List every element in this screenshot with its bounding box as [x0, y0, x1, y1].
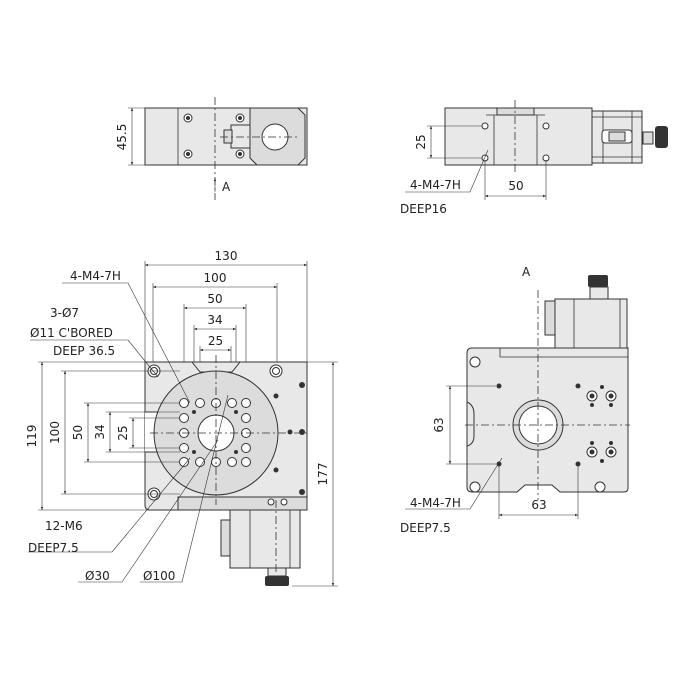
plan-view: 130 100 50 34 25 119 100 50 34 25 177 4-M4-7H 3-… — [25, 249, 338, 587]
dim-label: 25 — [208, 334, 223, 348]
callout-tap: 4-M4-7H — [70, 269, 121, 283]
dim-label: 25 — [116, 425, 130, 440]
callout-tap: 4-M4-7H — [410, 496, 461, 510]
horizontal-dimensions: 130 100 50 34 25 — [144, 249, 308, 362]
m6-hole — [179, 443, 189, 453]
height-dim: 63 — [432, 417, 446, 432]
dim-label: 34 — [207, 313, 222, 327]
m6-holes — [179, 398, 251, 467]
dim-label: 100 — [48, 421, 62, 444]
callout-table: Ø100 — [143, 569, 175, 583]
tap-holes — [192, 382, 305, 495]
dim-label: 34 — [93, 424, 107, 439]
view-a-holes — [469, 356, 617, 493]
m6-hole — [241, 443, 251, 453]
callout-m6-deep: DEEP7.5 — [28, 541, 79, 555]
vertical-dimensions: 119 100 50 34 25 — [25, 361, 180, 511]
callout-deep: DEEP16 — [400, 202, 447, 216]
dim-label: 50 — [207, 292, 222, 306]
view-a: A 63 63 4-M4-7H DEEP7.5 — [400, 265, 630, 535]
height-dim: 25 — [414, 134, 428, 149]
side-view-top-left: 45.5 A — [115, 97, 308, 200]
callout-tap: 4-M4-7H — [410, 178, 461, 192]
callout-m6: 12-M6 — [45, 519, 83, 533]
callout-cbore: Ø11 C'BORED — [30, 326, 113, 340]
side-view-top-right: 25 50 4-M4-7H DEEP16 — [400, 100, 668, 216]
callout-holes: 3-Ø7 — [50, 306, 79, 320]
m6-hole — [241, 413, 251, 423]
m6-hole — [227, 398, 237, 408]
width-dim: 63 — [531, 498, 546, 512]
m6-hole — [179, 413, 189, 423]
m6-hole — [195, 398, 205, 408]
callout-bore: Ø30 — [85, 569, 110, 583]
height-dim: 45.5 — [115, 124, 129, 151]
width-dim: 50 — [508, 179, 523, 193]
dim-label: 100 — [204, 271, 227, 285]
view-arrow-label: A — [222, 180, 231, 194]
m6-hole — [179, 398, 189, 408]
m6-hole — [227, 457, 237, 467]
mount-holes — [183, 113, 245, 159]
m6-hole — [241, 398, 251, 408]
mount-holes — [481, 122, 550, 162]
dim-label: 130 — [215, 249, 238, 263]
callout-deep: DEEP7.5 — [400, 521, 451, 535]
dim-label: 50 — [71, 425, 85, 440]
callout-cbore-deep: DEEP 36.5 — [53, 344, 115, 358]
m6-hole — [241, 457, 251, 467]
view-a-title: A — [522, 265, 531, 279]
overall-dim: 177 — [316, 463, 330, 486]
dim-label: 119 — [25, 425, 39, 448]
